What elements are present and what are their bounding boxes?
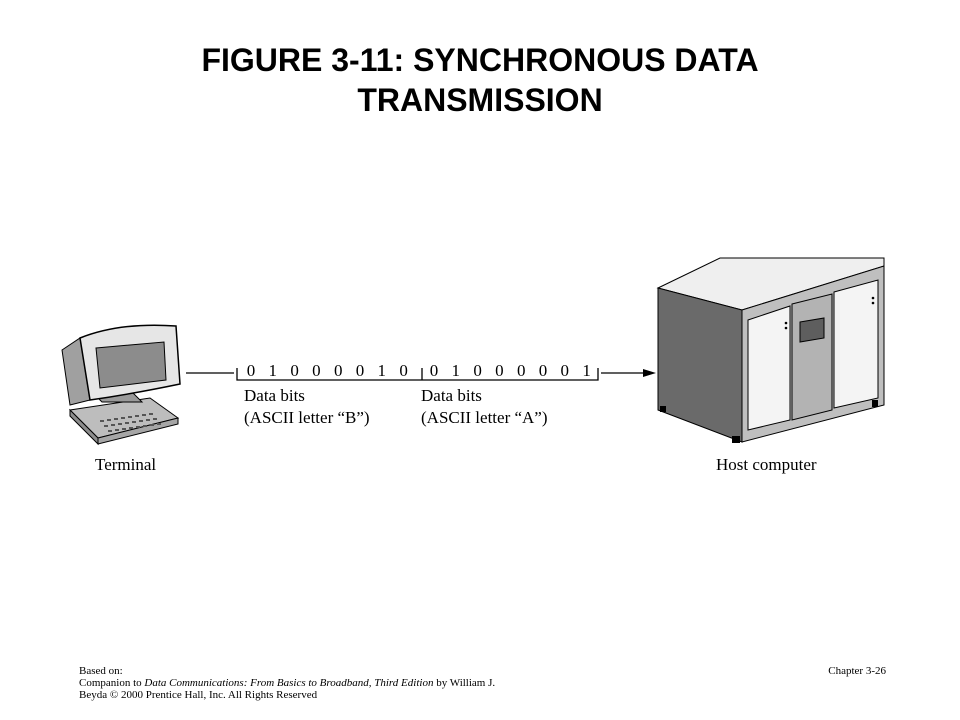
bit-a-1: 1 [452,361,461,380]
bit-a-0: 0 [430,361,439,380]
bit-b-2: 0 [290,361,299,380]
bit-b-3: 0 [312,361,321,380]
slide-title: FIGURE 3-11: SYNCHRONOUS DATA TRANSMISSI… [80,40,880,120]
bit-b-6: 1 [378,361,387,380]
citation-prefix: Companion to [79,677,145,689]
group-a-label-2: (ASCII letter “A”) [421,408,548,427]
bit-a-7: 1 [582,361,591,380]
bit-a-3: 0 [495,361,504,380]
group-b-label-1: Data bits [244,386,305,405]
group-b-label-2: (ASCII letter “B”) [244,408,370,427]
bit-b-1: 1 [269,361,278,380]
terminal-label: Terminal [95,455,156,474]
bit-a-2: 0 [473,361,482,380]
host-computer-illustration [656,257,885,443]
bit-a-5: 0 [539,361,548,380]
host-computer-label: Host computer [716,455,817,474]
bit-a-4: 0 [517,361,526,380]
bit-stream-bracket [236,368,599,381]
footer-citation: Based on: Companion to Data Communicatio… [79,665,559,701]
citation-title: Data Communications: From Basics to Broa… [144,677,434,689]
title-line-1: FIGURE 3-11: SYNCHRONOUS DATA [201,42,759,78]
citation-suffix: by William J. [433,677,496,689]
footer-chapter: Chapter 3-26 [828,665,886,677]
group-a-label-1: Data bits [421,386,482,405]
bit-b-4: 0 [334,361,343,380]
footer-citation-line-1: Companion to Data Communications: From B… [79,677,559,689]
footer-citation-line-2: Beyda © 2000 Prentice Hall, Inc. All Rig… [79,689,318,701]
bit-b-0: 0 [247,361,256,380]
terminal-illustration [61,324,181,446]
arrow-head-icon [643,369,656,377]
title-line-2: TRANSMISSION [357,82,603,118]
bit-a-6: 0 [561,361,570,380]
bit-b-7: 0 [399,361,408,380]
bit-b-5: 0 [356,361,365,380]
footer-based-on: Based on: [79,665,123,677]
